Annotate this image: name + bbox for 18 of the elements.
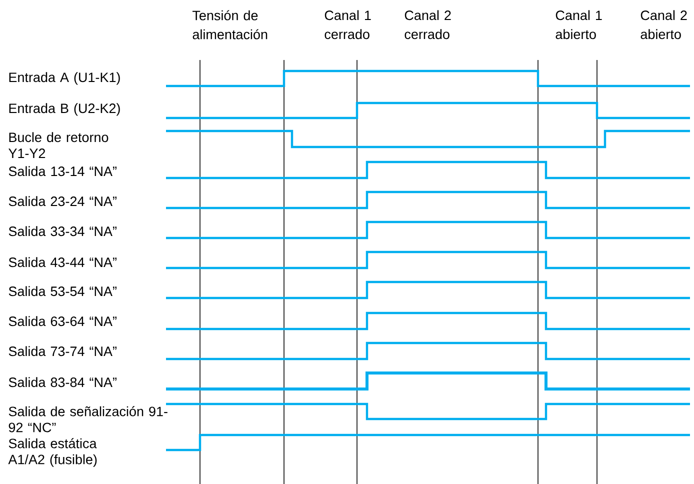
- signal-label: Entrada B (U2-K2): [9, 103, 120, 116]
- column-heading: Canal 1 cerrado: [324, 10, 371, 40]
- column-heading: Canal 2 cerrado: [404, 10, 451, 40]
- signal-label: Salida 43-44 “NA”: [8, 257, 116, 268]
- signal-label: Salida de señalización 91-92 “NC”: [8, 406, 168, 432]
- signal-label: Salida 23-24 “NA”: [8, 196, 116, 206]
- signal-label: Salida 63-64 “NA”: [8, 316, 116, 326]
- column-heading: Canal 1 abierto: [556, 10, 602, 40]
- column-heading: Tensión de alimentación: [192, 10, 268, 40]
- signal-label: Salida 13-14 “NA”: [8, 166, 116, 176]
- signal-label: Salida 53-54 “NA”: [8, 286, 116, 296]
- signal-label: Salida 83-84 “NA”: [8, 377, 116, 388]
- signal-label: Entrada A (U1-K1): [9, 72, 120, 85]
- signal-label: Salida estática A1/A2 (fusible): [8, 438, 97, 467]
- signal-label: Bucle de retorno Y1-Y2: [8, 132, 108, 158]
- signal-label: Salida 73-74 “NA”: [8, 346, 116, 356]
- column-heading: Canal 2 abierto: [640, 10, 687, 40]
- signal-label: Salida 33-34 “NA”: [8, 226, 116, 236]
